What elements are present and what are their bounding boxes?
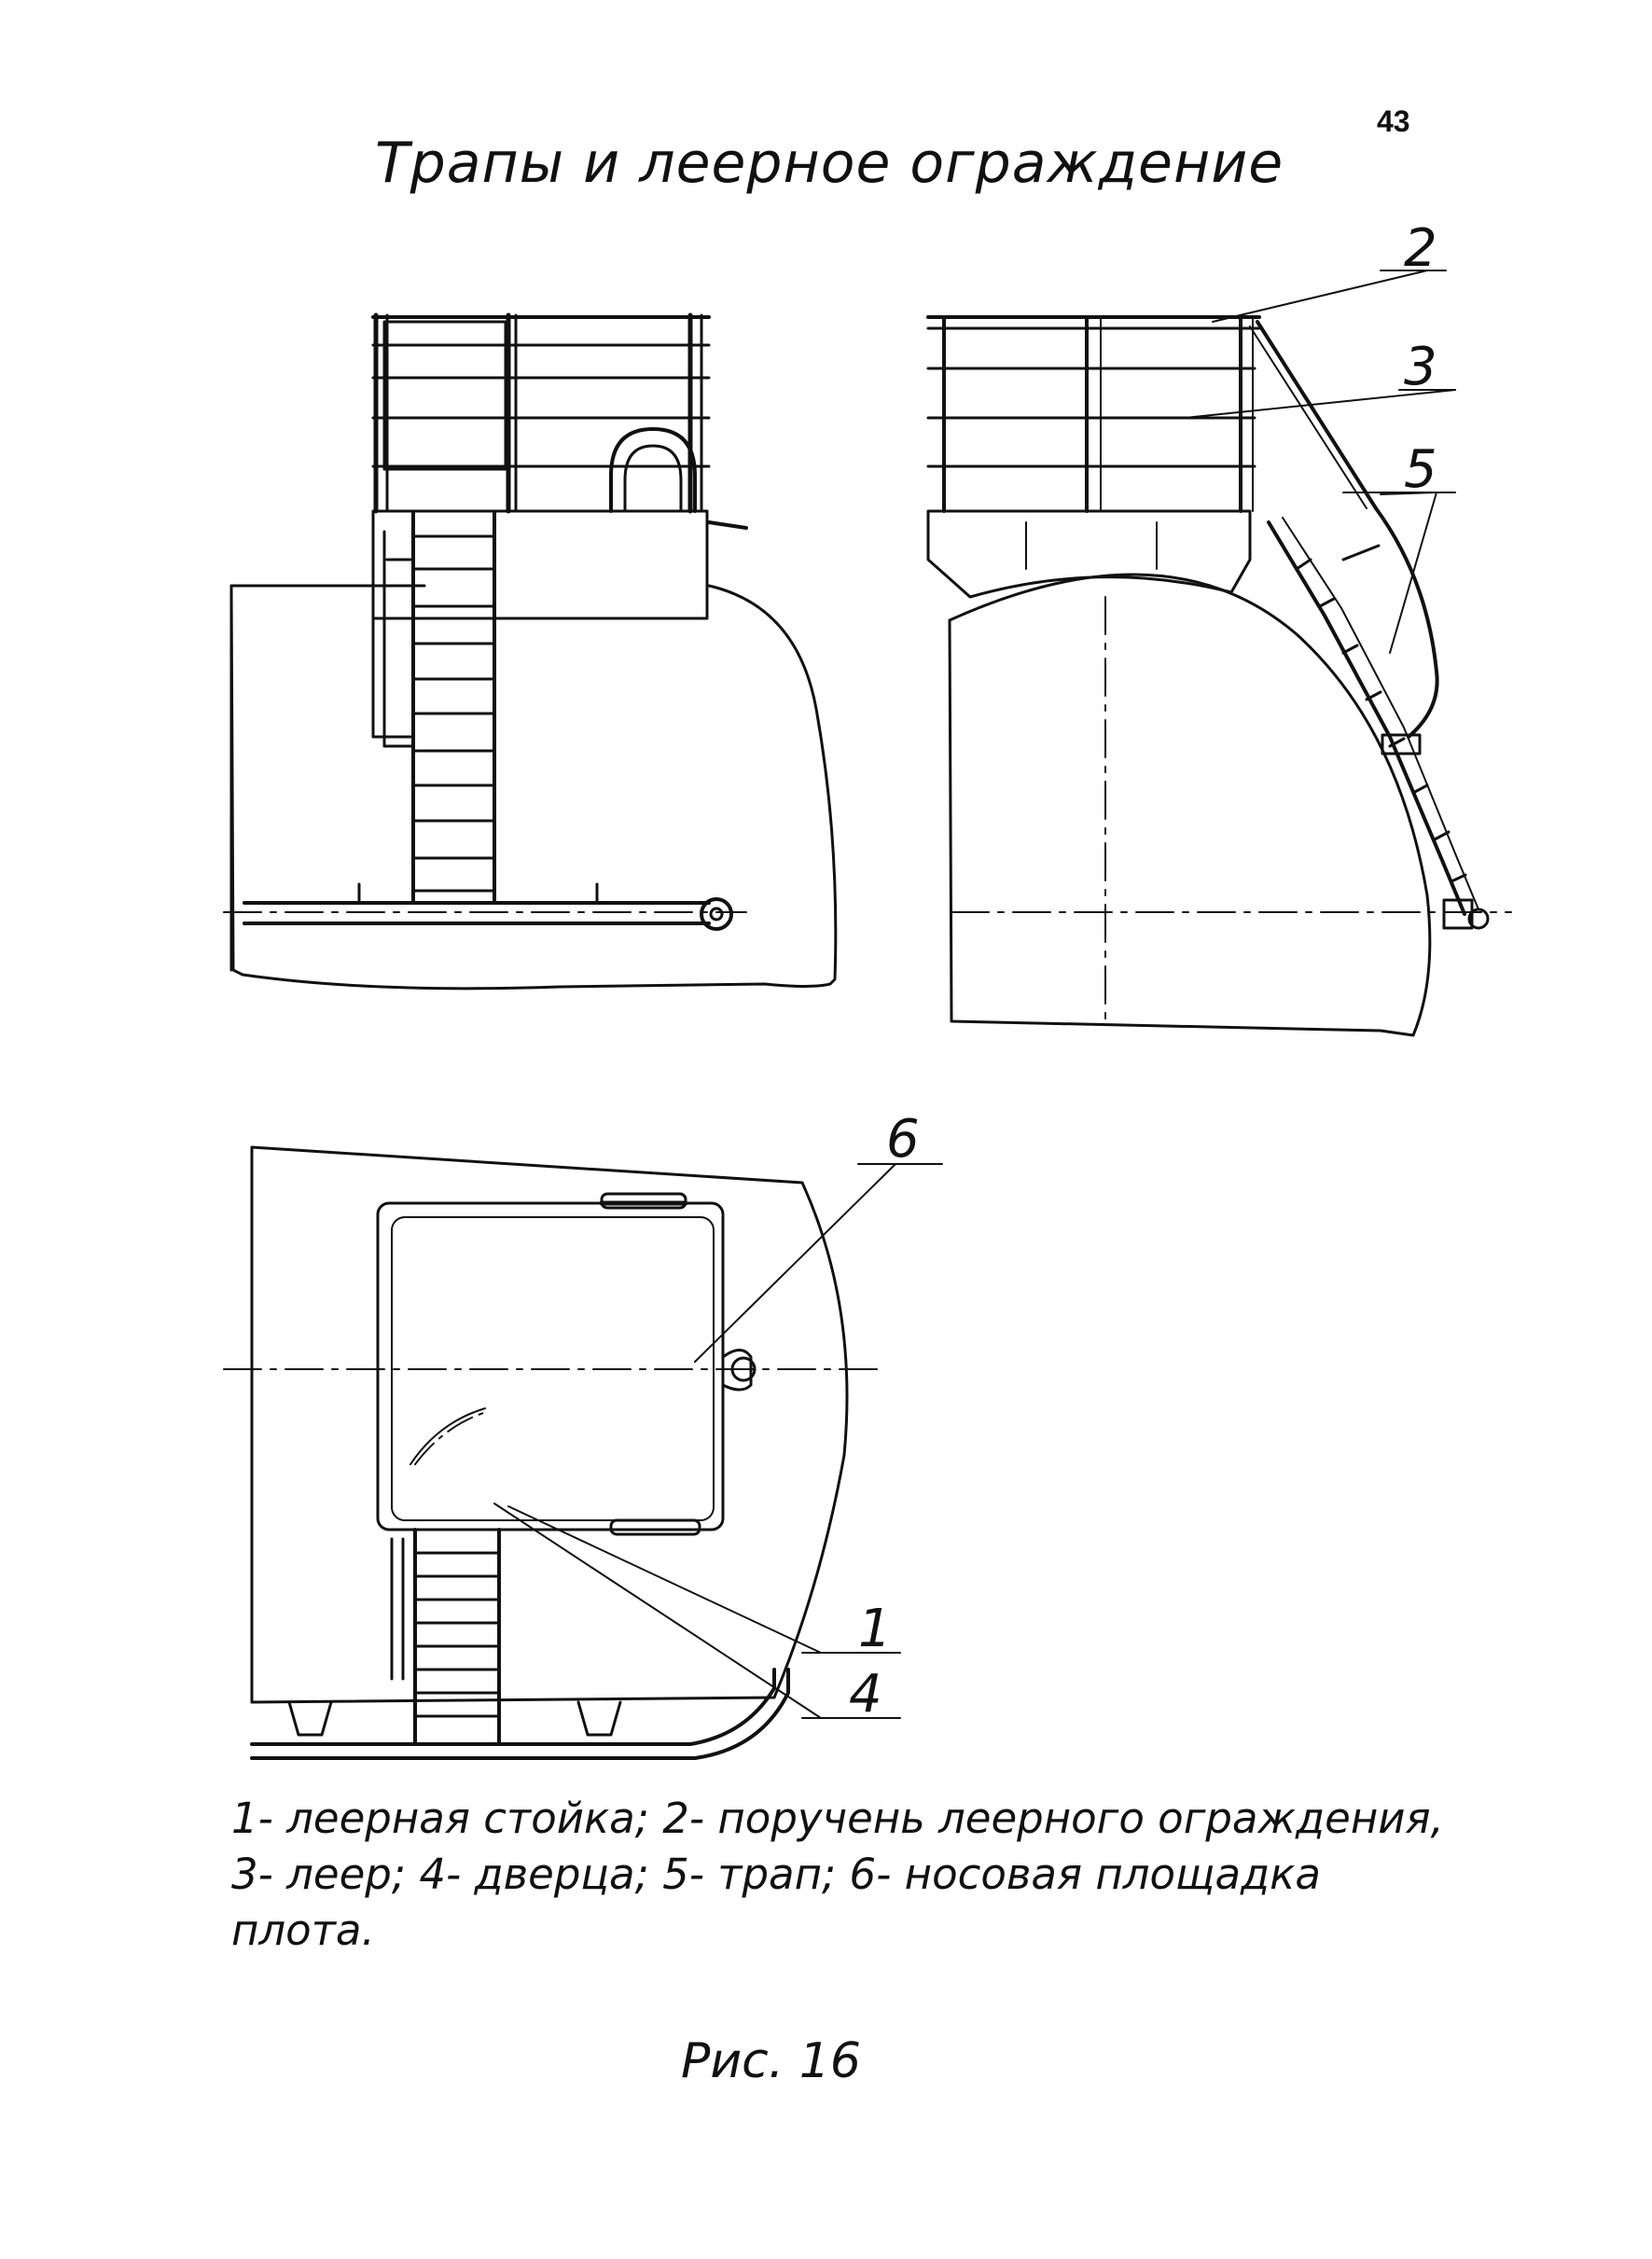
leader-4 xyxy=(493,1503,822,1719)
side-ladder xyxy=(1249,320,1490,930)
plan-hull-outline xyxy=(250,1145,849,1704)
legend: 1- леерная стойка; 2- поручень леерного … xyxy=(231,1791,1481,1959)
leader-1 xyxy=(507,1505,822,1654)
figure-caption: Рис. 16 xyxy=(681,2033,861,2089)
callout-3: 3 xyxy=(1404,337,1437,397)
callout-6: 6 xyxy=(886,1109,920,1170)
legend-line-1: 1- леерная стойка; 2- поручень леерного … xyxy=(231,1794,1444,1843)
side-platform-block xyxy=(926,509,1252,599)
callout-2: 2 xyxy=(1404,218,1437,279)
leader-3 xyxy=(1184,389,1456,419)
side-railing xyxy=(926,315,1261,513)
plan-bottom-rail xyxy=(250,1668,790,1760)
plan-ladder xyxy=(390,1528,501,1746)
leader-5b xyxy=(1389,492,1437,654)
callout-5: 5 xyxy=(1404,439,1437,500)
legend-line-3: плота. xyxy=(231,1906,375,1955)
front-ladder xyxy=(371,511,496,902)
side-hull-outline xyxy=(948,573,1432,1037)
side-view xyxy=(926,270,1512,1037)
plan-view xyxy=(223,1145,943,1760)
leader-6 xyxy=(694,1163,896,1363)
front-railing xyxy=(371,312,748,530)
legend-line-2: 3- леер; 4- дверца; 5- трап; 6- носовая … xyxy=(231,1850,1321,1899)
plan-platform xyxy=(376,1201,725,1531)
page-number: 43 xyxy=(1377,104,1410,138)
front-hull-outline xyxy=(229,584,838,991)
callout-1: 1 xyxy=(858,1599,892,1659)
front-bottom-rail xyxy=(243,882,733,931)
u-handle xyxy=(609,427,697,513)
page-title: Трапы и леерное ограждение xyxy=(375,131,1284,196)
front-view xyxy=(223,312,838,991)
leader-2 xyxy=(1212,270,1428,323)
front-platform-block xyxy=(371,509,709,620)
callout-4: 4 xyxy=(849,1664,882,1725)
